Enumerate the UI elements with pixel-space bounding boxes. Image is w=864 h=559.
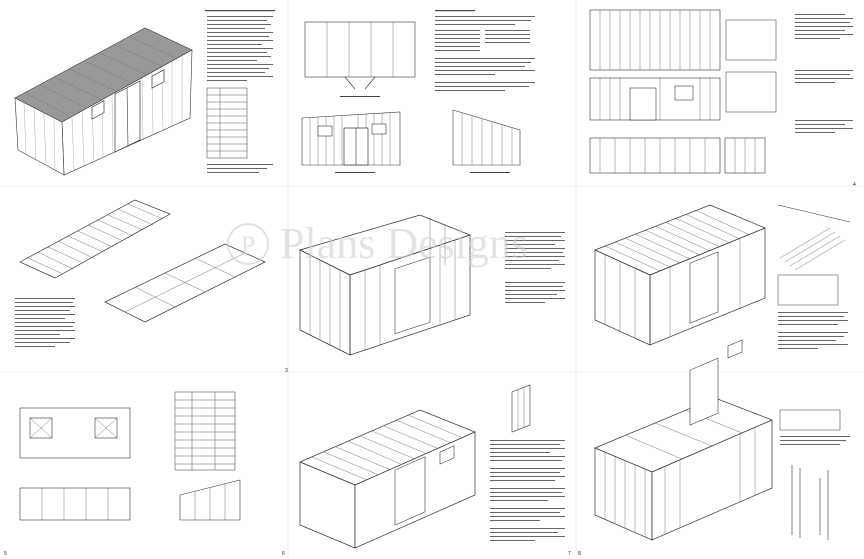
shed-shell-3d bbox=[299, 409, 476, 549]
floor-text bbox=[15, 298, 75, 347]
shed-3d-view bbox=[14, 27, 193, 176]
wall-frame-3d bbox=[299, 214, 472, 356]
finished-shed-3d bbox=[594, 339, 773, 541]
page-number-6: 6 bbox=[282, 551, 285, 557]
watermark-group: P Plans Designs bbox=[227, 219, 528, 268]
panel-detail bbox=[511, 384, 531, 433]
floor-frame-drawings bbox=[15, 199, 266, 347]
rafter-details bbox=[777, 204, 851, 349]
page-number-8: 8 bbox=[578, 551, 581, 557]
intro-text-block bbox=[205, 10, 275, 173]
watermark-logo: P bbox=[241, 231, 255, 260]
wall-framing-drawings bbox=[589, 9, 853, 174]
materials-table bbox=[206, 87, 248, 159]
page-number-4: 4 bbox=[853, 182, 856, 188]
tools-text-block bbox=[435, 10, 535, 91]
front-elevation-drawings bbox=[301, 21, 521, 173]
roof-rafter-3d bbox=[594, 204, 766, 346]
wall-frame-text bbox=[505, 232, 565, 303]
page-number-7: 7 bbox=[568, 551, 571, 557]
page-number-3: 3 bbox=[285, 368, 288, 374]
watermark-text: Plans Designs bbox=[280, 219, 528, 268]
trim-details bbox=[779, 409, 850, 540]
siding-text bbox=[490, 440, 565, 541]
page-number-5: 5 bbox=[4, 551, 7, 557]
window-siding-drawings bbox=[19, 391, 241, 521]
